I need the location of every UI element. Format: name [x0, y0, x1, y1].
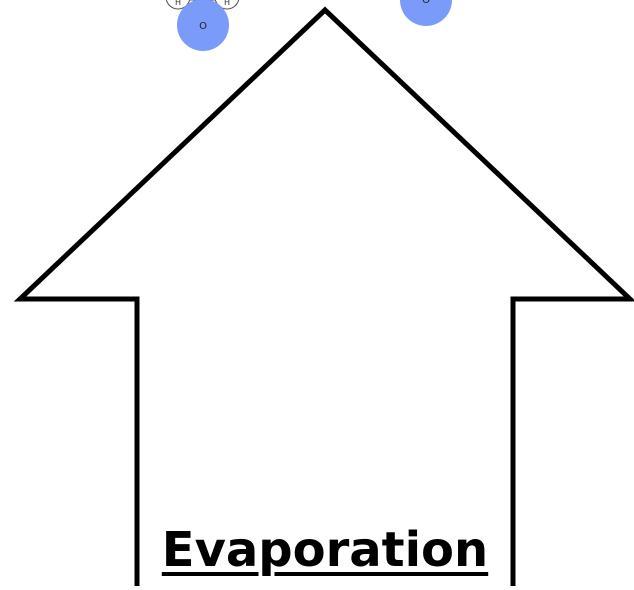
oxygen-label-2: O — [422, 0, 430, 6]
evaporation-label: Evaporation — [161, 522, 489, 578]
up-arrow — [13, 6, 634, 590]
oxygen-atom-2: O — [400, 0, 452, 26]
oxygen-atom-1: O — [177, 0, 229, 51]
hydrogen-atom-left: H — [165, 0, 191, 10]
hydrogen-label-left: H — [175, 0, 181, 7]
water-molecule-1: H H O — [165, 0, 240, 51]
hydrogen-label-right: H — [224, 0, 230, 7]
water-molecule-2: O — [400, 0, 452, 26]
oxygen-label-1: O — [199, 21, 207, 32]
